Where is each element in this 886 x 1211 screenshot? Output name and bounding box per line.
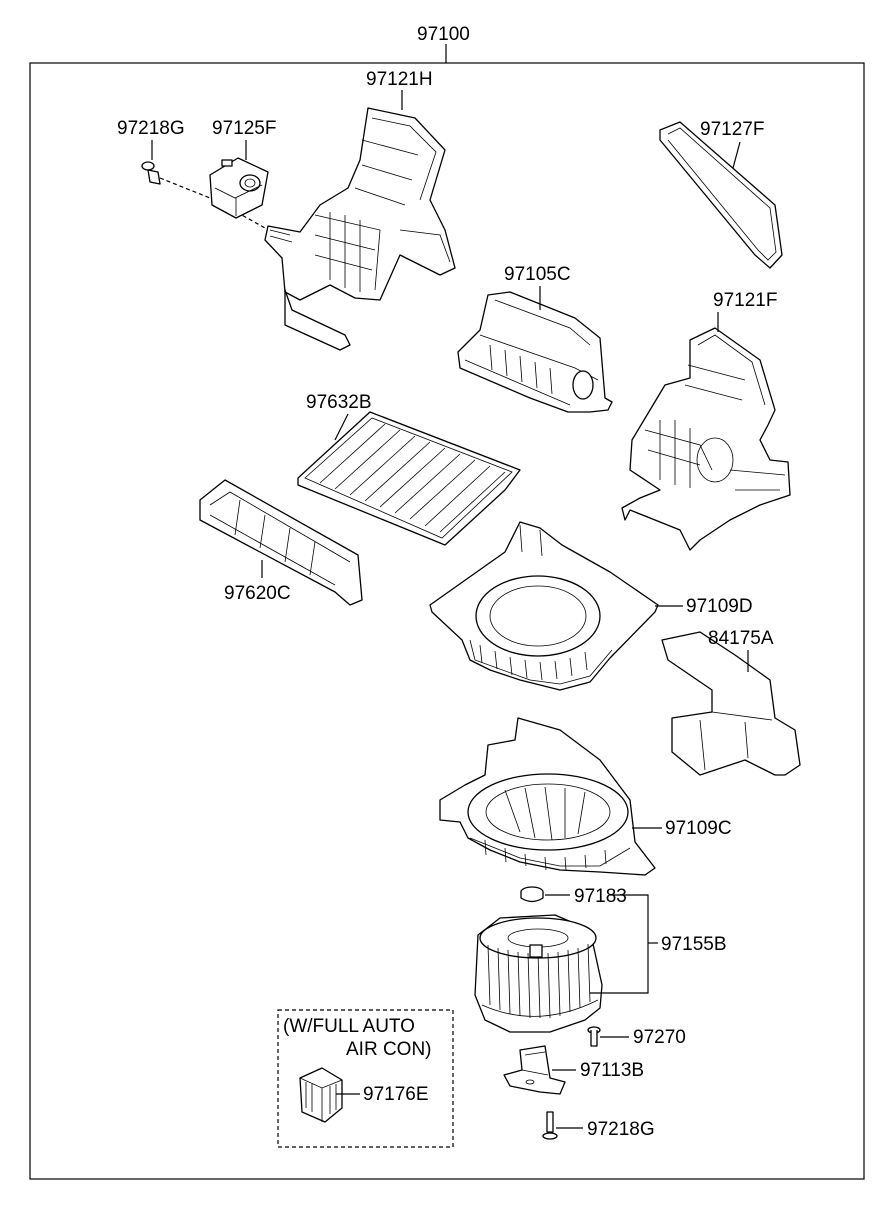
screw-97270-drawing xyxy=(587,1026,601,1047)
part-label-97127f: 97127F xyxy=(700,119,764,140)
bracket-97155b xyxy=(590,894,649,994)
cap-drawing xyxy=(520,886,544,903)
part-label-97632b: 97632B xyxy=(306,392,372,413)
part-label-97218g-top: 97218G xyxy=(117,118,185,139)
intake-housing-drawing xyxy=(457,291,613,413)
part-label-97109d: 97109D xyxy=(686,596,753,617)
part-label-97109c: 97109C xyxy=(665,818,732,839)
duct-upper-drawing xyxy=(264,107,456,351)
blower-motor-drawing xyxy=(474,914,603,1033)
leader-97127f xyxy=(732,141,741,169)
option-note-line2: AIR CON) xyxy=(346,1039,432,1060)
gasket-drawing xyxy=(659,121,783,269)
option-note-line1: (W/FULL AUTO xyxy=(283,1016,415,1037)
case-upper-drawing xyxy=(429,521,659,691)
bracket-97113b-drawing xyxy=(503,1045,566,1095)
case-lower-drawing xyxy=(439,717,656,876)
guide-drawing xyxy=(199,479,363,606)
resistor-drawing xyxy=(299,1067,343,1123)
part-label-97270: 97270 xyxy=(633,1027,686,1048)
filter-drawing xyxy=(297,411,521,546)
part-label-97620c: 97620C xyxy=(224,583,291,604)
pad-drawing xyxy=(661,631,801,776)
part-label-97105c: 97105C xyxy=(504,264,571,285)
part-label-97155b: 97155B xyxy=(661,934,727,955)
actuator-drawing xyxy=(209,157,269,219)
assembly-frame xyxy=(29,62,865,1180)
option-box xyxy=(277,1009,454,1148)
part-label-97176e: 97176E xyxy=(363,1084,429,1105)
part-label-84175a: 84175A xyxy=(708,628,774,649)
part-label-97121f: 97121F xyxy=(713,290,777,311)
leader-97632b xyxy=(334,413,349,441)
part-label-97125f: 97125F xyxy=(212,118,276,139)
screw-bottom-drawing xyxy=(542,1111,558,1140)
screw-top-drawing xyxy=(141,161,161,185)
part-label-97121h: 97121H xyxy=(366,69,433,90)
part-label-97183: 97183 xyxy=(574,886,627,907)
part-label-97218g-bottom: 97218G xyxy=(587,1119,655,1140)
assembly-number: 97100 xyxy=(417,24,470,45)
part-label-97113b: 97113B xyxy=(580,1060,644,1081)
duct-lower-drawing xyxy=(621,327,791,551)
